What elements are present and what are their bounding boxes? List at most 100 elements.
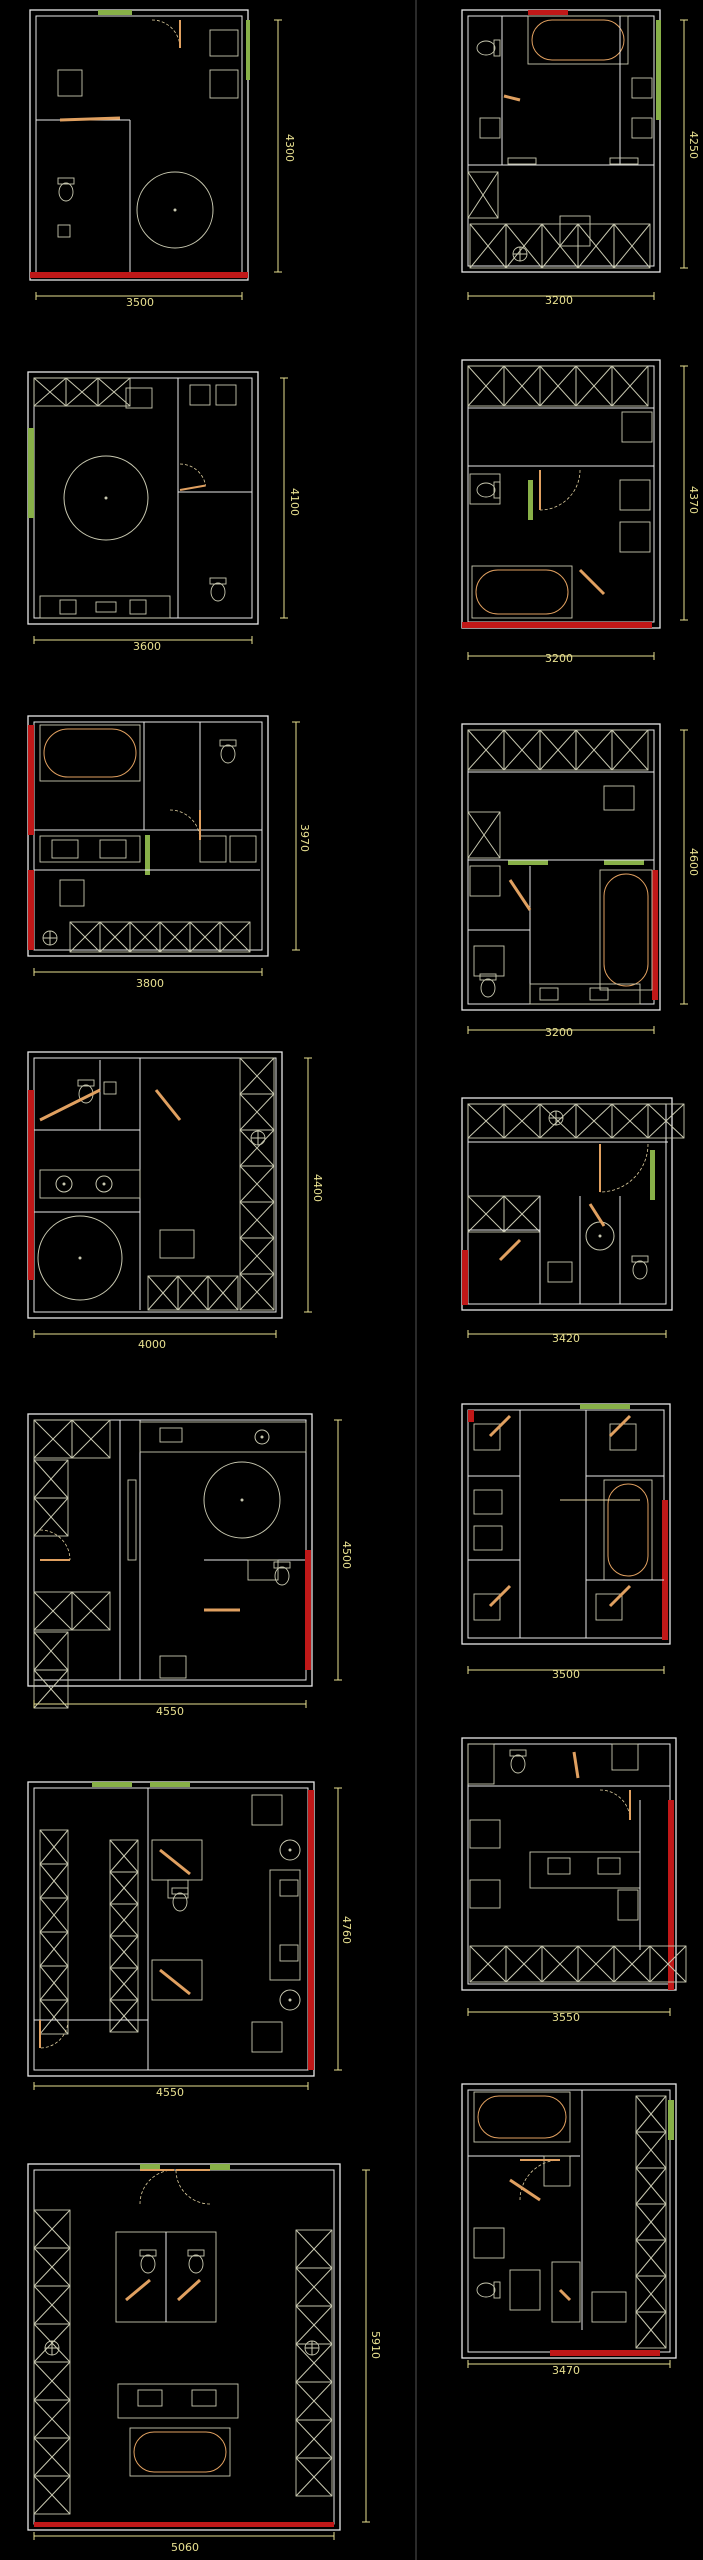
cabinet-cross	[33, 2247, 71, 2287]
plan-left-5	[27, 1413, 342, 1709]
storage	[189, 384, 211, 406]
storage-cabinet	[109, 1999, 139, 2033]
basin	[95, 601, 117, 613]
cabinet-cross	[295, 2229, 333, 2269]
window	[528, 10, 568, 15]
chair	[251, 1794, 283, 1826]
cabinet-cross	[541, 223, 579, 269]
cabinet-cross	[147, 1275, 179, 1311]
cabinet-cross	[539, 729, 577, 771]
plan-left-6-height: 4760	[340, 1916, 353, 1944]
plans-layer	[27, 9, 688, 2540]
vanity	[619, 521, 651, 553]
floor-drain	[57, 224, 71, 238]
vanity	[473, 1525, 503, 1551]
cabinet-cross	[467, 365, 505, 407]
toilet-tank	[493, 2281, 501, 2299]
cabinet-cross	[189, 921, 221, 953]
storage	[469, 1819, 501, 1849]
door-swing	[179, 463, 206, 486]
outer-wall	[461, 2083, 677, 2359]
floor-drain	[103, 1081, 117, 1095]
seat	[159, 1229, 195, 1259]
cabinet-cross	[635, 2131, 667, 2169]
cabinet-cross	[469, 223, 507, 269]
toilet-bowl	[188, 2254, 204, 2274]
vanity	[39, 1169, 141, 1199]
cabinet-cross	[239, 1165, 275, 1203]
storage	[229, 835, 257, 863]
cabinet-cross	[39, 1999, 69, 2035]
storage-cabinet	[611, 729, 649, 771]
window	[462, 622, 652, 628]
basin	[191, 2389, 217, 2407]
window	[508, 860, 548, 865]
cabinet-cross	[33, 1497, 69, 1537]
basin	[597, 1857, 621, 1875]
glass-door	[39, 1088, 101, 1122]
cabinet-cross	[33, 1631, 69, 1671]
plan-left-4-width: 4000	[138, 1338, 166, 1351]
center-dot	[102, 1182, 106, 1186]
cabinet-cross	[33, 1419, 73, 1459]
cabinet-cross	[613, 1945, 651, 1983]
storage-cabinet	[613, 223, 651, 269]
toilet-tank	[171, 1887, 189, 1895]
vanity	[39, 835, 141, 863]
glass-door	[558, 2288, 572, 2302]
round-tub	[136, 171, 214, 249]
vanity	[603, 785, 635, 811]
glass-door	[509, 2178, 541, 2202]
toilet-bowl	[510, 1754, 526, 1774]
round-tub	[63, 455, 149, 541]
glass-door	[488, 1584, 512, 1608]
cabinet-cross	[295, 2457, 333, 2497]
cabinet-cross	[611, 729, 649, 771]
toilet-tank	[57, 177, 75, 185]
glass-door	[125, 2278, 151, 2302]
toilet-bowl	[58, 182, 74, 202]
bathtub-frame	[129, 2427, 231, 2477]
cabinet-cross	[539, 365, 577, 407]
cabinet-cross	[295, 2267, 333, 2307]
storage-cabinet	[635, 2311, 667, 2349]
outer-wall	[461, 723, 661, 1011]
center-dot	[78, 1256, 82, 1260]
cabinet-cross	[239, 1093, 275, 1131]
plan-left-1-height: 4300	[283, 134, 296, 162]
glass-door	[572, 1751, 580, 1779]
plan-left-4-height: 4400	[311, 1174, 324, 1202]
door-swing	[539, 469, 581, 511]
center-dot	[288, 1998, 292, 2002]
toilet-tank	[479, 973, 497, 981]
plan-right-1-width: 3200	[545, 294, 573, 307]
cabinet-cross	[99, 921, 131, 953]
bathtub	[43, 728, 137, 778]
vanity	[125, 387, 153, 409]
cabinet-cross	[613, 223, 651, 269]
drain	[159, 1655, 187, 1679]
cabinet-cross	[635, 2203, 667, 2241]
center-dot	[173, 208, 177, 212]
cabinet-cross	[503, 729, 541, 771]
toilet-icon	[57, 177, 75, 202]
cabinet-cross	[33, 2475, 71, 2515]
storage-cabinet	[33, 1669, 69, 1709]
window	[246, 20, 250, 80]
cabinet-cross	[109, 1967, 139, 2001]
storage	[215, 384, 237, 406]
plan-left-3-height: 3970	[298, 824, 311, 852]
glass-door	[588, 1203, 606, 1227]
plan-right-6	[461, 1737, 687, 2016]
toilet-icon	[219, 739, 237, 764]
toilet-bowl	[476, 40, 496, 56]
window	[550, 2350, 660, 2356]
door-swing	[39, 2019, 69, 2049]
window	[28, 725, 34, 835]
window	[28, 428, 34, 518]
toilet-icon	[479, 973, 497, 998]
toilet-icon	[139, 2249, 157, 2274]
plan-right-6-width: 3550	[552, 2011, 580, 2024]
